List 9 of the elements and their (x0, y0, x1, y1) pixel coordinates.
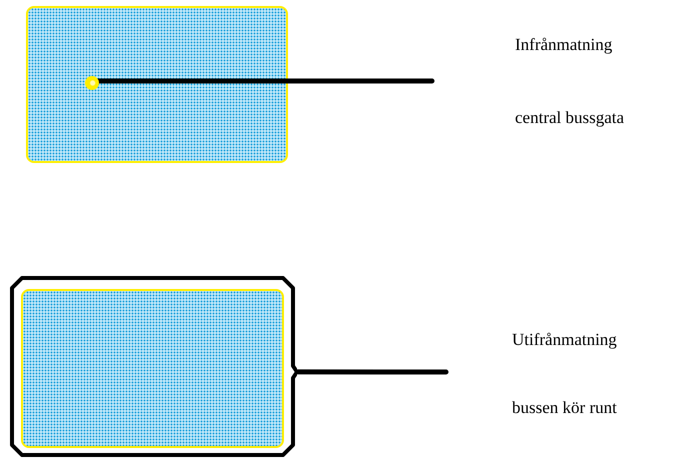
description-text: bussen kör runt (512, 397, 617, 419)
connection-dot (85, 76, 99, 90)
description-text: central bussgata (515, 107, 624, 129)
connector-line (294, 369, 448, 374)
dotted-panel (26, 6, 288, 163)
octagon-frame (10, 276, 297, 457)
description-text: Infrånmatning (515, 34, 612, 56)
description-text: Utifrånmatning (512, 329, 617, 351)
dotted-panel (21, 289, 284, 448)
